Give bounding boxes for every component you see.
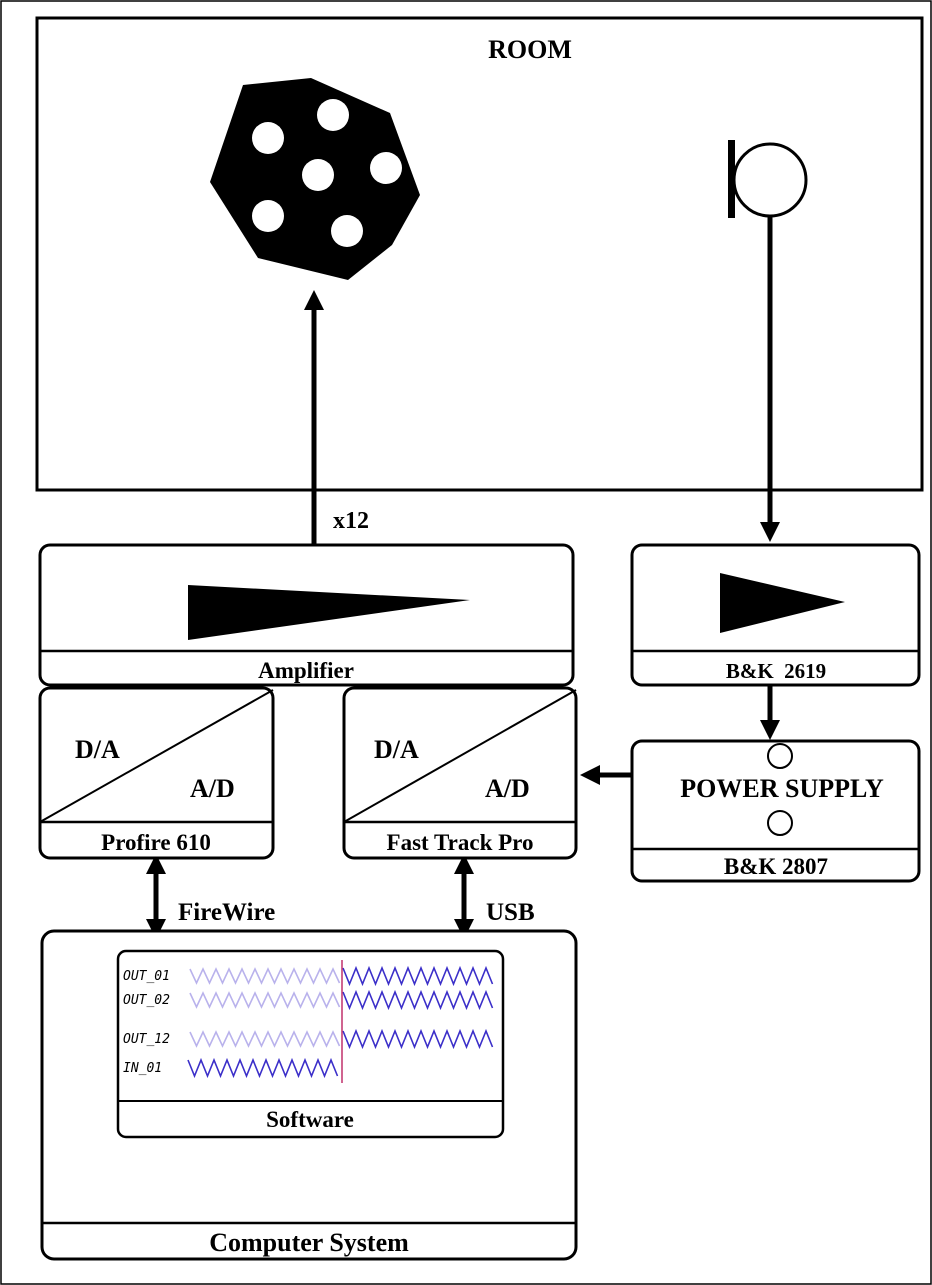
waveform-tracks — [187, 965, 494, 1079]
software-window: Software OUT_01 OUT_02 OUT_12 IN_01 — [116, 949, 505, 1139]
room: ROOM — [35, 16, 924, 492]
microphone-icon — [728, 140, 808, 218]
profire-ad-label: A/D — [190, 774, 235, 803]
room-box — [35, 16, 924, 492]
firewire-label: FireWire — [178, 899, 275, 926]
track-label-in01: IN_01 — [123, 1061, 162, 1076]
fasttrack-da-label: D/A — [374, 735, 419, 764]
amplifier-triangle-icon — [188, 585, 470, 640]
waveform-out02-before — [189, 991, 341, 1009]
fasttrack-ad-label: A/D — [485, 774, 530, 803]
profire-label: Profire 610 — [101, 830, 211, 855]
loudspeaker-icon — [210, 78, 420, 280]
preamp-triangle-icon — [720, 573, 845, 633]
fasttrack-interface-block: D/A A/D Fast Track Pro — [342, 686, 578, 860]
power-supply-input-icon — [767, 743, 793, 769]
power-supply-block: POWER SUPPLY B&K 2807 — [630, 739, 921, 883]
amp-output-count: x12 — [333, 508, 369, 534]
computer-block: Computer System Software OUT_01 OUT_02 O… — [40, 929, 578, 1261]
usb-label: USB — [486, 899, 535, 926]
preamp-block: B&K 2619 — [630, 543, 921, 687]
waveform-in01 — [187, 1057, 339, 1079]
software-label: Software — [266, 1107, 354, 1132]
profire-interface-block: D/A A/D Profire 610 — [38, 686, 275, 860]
preamp-label: B&K 2619 — [726, 659, 826, 683]
connectors — [146, 216, 780, 939]
waveform-out01-after — [342, 965, 494, 987]
amplifier-label: Amplifier — [258, 658, 354, 683]
track-label-out02: OUT_02 — [123, 993, 170, 1008]
room-label: ROOM — [488, 35, 572, 64]
waveform-out12-before — [189, 1030, 341, 1048]
profire-da-label: D/A — [75, 735, 120, 764]
waveform-out12-after — [342, 1028, 494, 1050]
power-supply-output-icon — [767, 810, 793, 836]
power-supply-title: POWER SUPPLY — [680, 774, 884, 803]
power-supply-label: B&K 2807 — [724, 854, 828, 879]
track-label-out01: OUT_01 — [123, 969, 170, 984]
track-label-out12: OUT_12 — [123, 1032, 170, 1047]
waveform-out02-after — [342, 989, 494, 1011]
fasttrack-label: Fast Track Pro — [387, 830, 534, 855]
waveform-out01-before — [189, 967, 341, 985]
amplifier-block: Amplifier — [38, 543, 575, 687]
computer-label: Computer System — [209, 1228, 409, 1257]
